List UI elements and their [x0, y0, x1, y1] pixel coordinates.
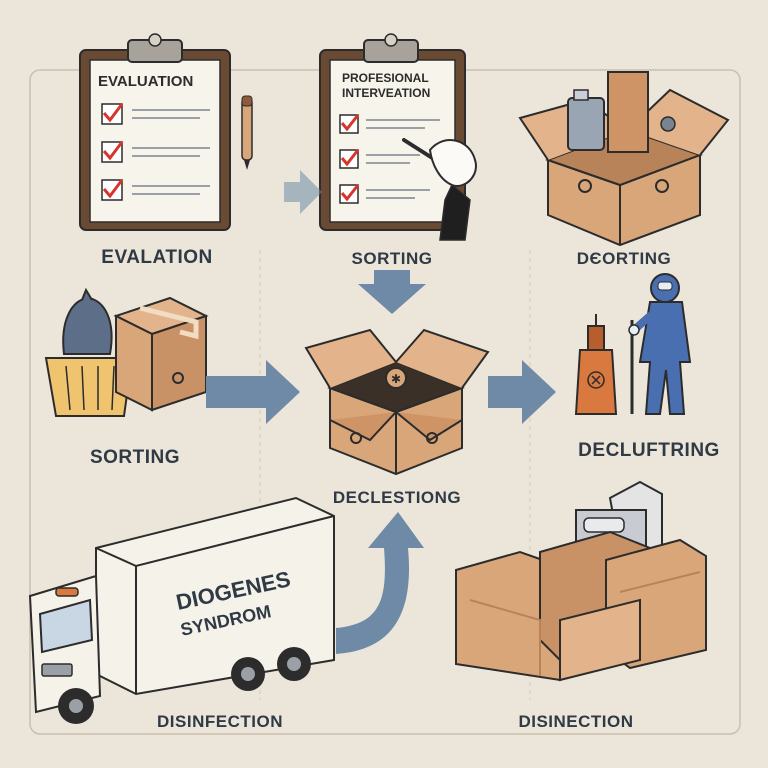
open-box-with-items-icon — [518, 71, 730, 247]
label-mid-left: SORTING — [89, 447, 181, 468]
clipboard-1-title: EVALUATION — [98, 73, 193, 90]
svg-text:✱: ✱ — [391, 372, 401, 386]
pile-of-boxes-icon — [455, 480, 707, 682]
truck-icon: DIOGENES SYNDROM — [28, 496, 335, 724]
arrow-right-icon — [488, 360, 556, 424]
label-bottom-right: DISINECTION — [518, 712, 634, 731]
label-center: DECLESTIONG — [332, 488, 462, 507]
checklist-rows — [101, 103, 210, 201]
pen-icon — [241, 95, 253, 170]
clipboard-intervention-icon: PROFESIONAL INTERVEATION — [319, 33, 466, 231]
cardboard-box-icon — [113, 296, 209, 412]
hand-writing-icon — [402, 138, 477, 241]
label-mid-right: DECLUFTRING — [578, 440, 720, 461]
arrow-right-icon — [206, 360, 300, 424]
clipboard-2-title-line2: INTERVEATION — [342, 86, 430, 100]
clipboard-2-title-line1: PROFESIONAL — [342, 71, 429, 85]
arrow-curved-up-icon — [336, 512, 424, 654]
arrow-down-icon — [358, 270, 426, 314]
central-open-box-icon: ✱ — [304, 328, 490, 476]
label-bottom-left: DISINFECTION — [157, 712, 283, 731]
hazmat-worker-icon — [628, 273, 692, 415]
label-top-left: EVALATION — [101, 247, 213, 268]
label-top-right: DЄORTING — [576, 249, 672, 268]
spray-bottle-icon — [574, 314, 618, 415]
clipboard-evaluation-icon: EVALUATION — [79, 33, 231, 231]
arrow-behind-clipboard — [284, 170, 322, 214]
label-top-center: SORTING — [351, 249, 433, 268]
laundry-basket-icon — [44, 287, 134, 417]
